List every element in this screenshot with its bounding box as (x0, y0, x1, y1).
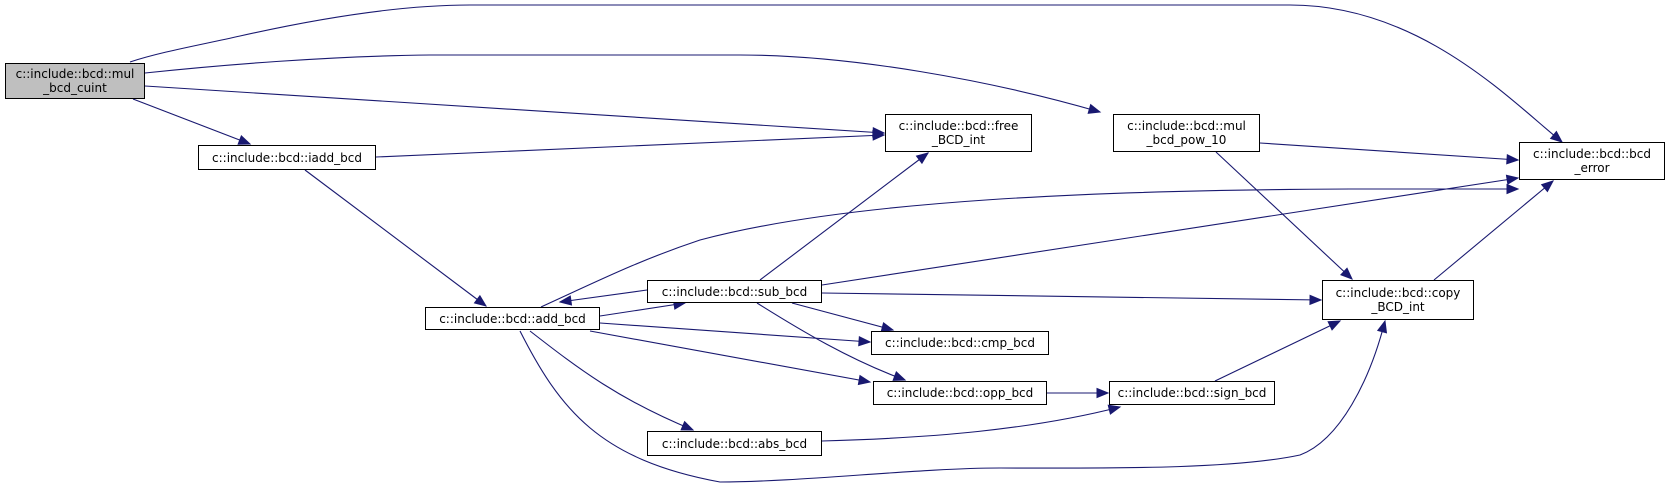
edge-add-bcd-to-bcd-error (540, 188, 1518, 308)
node-bcd-error[interactable]: c::include::bcd::bcd _error (1519, 142, 1665, 180)
edge-add-bcd-to-cmp-bcd-arrowhead (858, 335, 872, 347)
node-cmp-bcd[interactable]: c::include::bcd::cmp_bcd (871, 331, 1049, 355)
node-label: c::include::bcd::cmp_bcd (885, 336, 1035, 350)
edge-iadd-bcd-to-add-bcd-arrowhead (473, 294, 488, 307)
node-label: c::include::bcd::sign_bcd (1117, 386, 1267, 400)
edge-add-bcd-to-cmp-bcd (599, 322, 871, 343)
node-label: c::include::bcd::iadd_bcd (212, 150, 362, 165)
node-label: c::include::bcd::abs_bcd (661, 436, 808, 451)
node-add-bcd[interactable]: c::include::bcd::add_bcd (425, 307, 600, 330)
edge-sub-bcd-to-copy-bcd-int (821, 292, 1322, 301)
node-mul-bcd-cuint: c::include::bcd::mul _bcd_cuint (5, 63, 145, 99)
edge-sub-bcd-to-free-bcd-int-arrowhead (915, 152, 930, 165)
edge-mul-bcd-cuint-to-free-bcd-int (144, 85, 885, 134)
node-iadd-bcd[interactable]: c::include::bcd::iadd_bcd (198, 145, 376, 170)
edge-mul-bcd-cuint-to-bcd-error (129, 4, 1563, 143)
node-label: c::include::bcd::sub_bcd (661, 284, 808, 299)
edge-sub-bcd-to-cmp-bcd-arrowhead (880, 321, 895, 333)
edge-sub-bcd-to-add-bcd-arrowhead (558, 295, 573, 306)
edge-abs-bcd-to-sign-bcd-arrowhead (1107, 404, 1122, 415)
node-abs-bcd[interactable]: c::include::bcd::abs_bcd (647, 431, 822, 456)
edge-mul-bcd-pow-10-to-copy-bcd-int-arrowhead (1340, 267, 1353, 280)
edge-sub-bcd-to-opp-bcd (756, 302, 906, 381)
node-mul-bcd-pow-10[interactable]: c::include::bcd::mul _bcd_pow_10 (1113, 114, 1260, 152)
edge-sub-bcd-to-cmp-bcd (791, 302, 894, 331)
edge-opp-bcd-to-sign-bcd-arrowhead (1096, 387, 1110, 399)
edge-copy-bcd-int-to-bcd-error-arrowhead (1540, 180, 1555, 193)
edge-iadd-bcd-to-free-bcd-int (375, 134, 885, 158)
node-free-bcd-int[interactable]: c::include::bcd::free _BCD_int (885, 114, 1032, 152)
edge-abs-bcd-to-sign-bcd (821, 406, 1121, 442)
edge-add-bcd-to-opp-bcd (589, 330, 871, 383)
edge-sign-bcd-to-copy-bcd-int (1214, 320, 1341, 382)
edge-mul-bcd-cuint-to-mul-bcd-pow-10-arrowhead (1087, 103, 1102, 114)
edge-sub-bcd-to-opp-bcd-arrowhead (892, 371, 907, 381)
edge-mul-bcd-pow-10-to-bcd-error (1259, 142, 1519, 161)
edge-copy-bcd-int-to-bcd-error (1433, 180, 1554, 281)
edge-add-bcd-to-bcd-error-arrowhead (1506, 183, 1520, 195)
node-opp-bcd[interactable]: c::include::bcd::opp_bcd (873, 381, 1047, 405)
edge-add-bcd-to-abs-bcd-arrowhead (680, 420, 695, 431)
edge-add-bcd-to-sub-bcd (599, 302, 686, 317)
edge-add-bcd-to-copy-bcd-int (519, 320, 1386, 483)
edge-mul-bcd-cuint-to-iadd-bcd-arrowhead (237, 134, 252, 145)
node-label: c::include::bcd::add_bcd (439, 311, 586, 326)
edge-add-bcd-to-abs-bcd (529, 330, 694, 431)
edge-sub-bcd-to-bcd-error-arrowhead (1505, 174, 1520, 185)
node-sub-bcd[interactable]: c::include::bcd::sub_bcd (647, 280, 822, 303)
edge-add-bcd-to-opp-bcd-arrowhead (857, 374, 872, 386)
edge-sub-bcd-to-copy-bcd-int-arrowhead (1309, 294, 1323, 306)
node-label: c::include::bcd::opp_bcd (886, 386, 1034, 400)
edge-mul-bcd-pow-10-to-bcd-error-arrowhead (1506, 154, 1520, 165)
edge-mul-bcd-pow-10-to-copy-bcd-int (1215, 151, 1353, 280)
node-copy-bcd-int[interactable]: c::include::bcd::copy _BCD_int (1322, 280, 1474, 320)
edge-sub-bcd-to-add-bcd (559, 289, 648, 303)
edge-sub-bcd-to-free-bcd-int (759, 152, 929, 281)
node-label: c::include::bcd::copy _BCD_int (1335, 286, 1461, 314)
edge-mul-bcd-cuint-to-iadd-bcd (132, 98, 251, 145)
edge-sub-bcd-to-bcd-error (821, 177, 1519, 286)
edge-mul-bcd-cuint-to-mul-bcd-pow-10 (144, 54, 1101, 113)
edge-iadd-bcd-to-add-bcd (304, 169, 487, 307)
node-label: c::include::bcd::bcd _error (1533, 147, 1651, 175)
edge-sign-bcd-to-copy-bcd-int-arrowhead (1327, 320, 1342, 331)
node-sign-bcd[interactable]: c::include::bcd::sign_bcd (1109, 381, 1275, 405)
node-label: c::include::bcd::free _BCD_int (898, 119, 1019, 147)
edge-add-bcd-to-copy-bcd-int-arrowhead (1376, 319, 1388, 334)
edge-iadd-bcd-to-free-bcd-int-arrowhead (872, 130, 886, 141)
node-label: c::include::bcd::mul _bcd_cuint (15, 67, 135, 95)
node-label: c::include::bcd::mul _bcd_pow_10 (1127, 119, 1246, 147)
edge-mul-bcd-cuint-to-bcd-error-arrowhead (1549, 130, 1564, 143)
